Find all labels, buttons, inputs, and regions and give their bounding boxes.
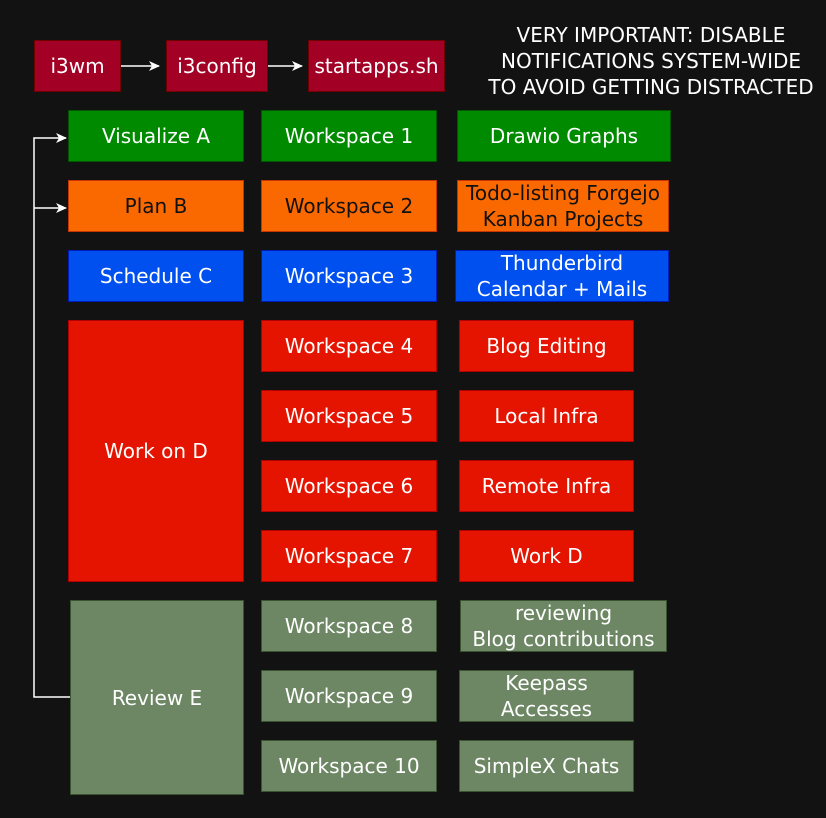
- phase-work: Work on D: [68, 320, 244, 582]
- workspace-6: Workspace 6: [261, 460, 437, 512]
- phase-review: Review E: [70, 600, 244, 795]
- workspace-10: Workspace 10: [261, 740, 437, 792]
- workspace-8: Workspace 8: [261, 600, 437, 652]
- app-keepass: Keepass Accesses: [459, 670, 634, 722]
- app-local-infra: Local Infra: [459, 390, 634, 442]
- app-forgejo-kanban: Todo-listing Forgejo Kanban Projects: [457, 180, 669, 232]
- app-drawio-graphs: Drawio Graphs: [457, 110, 671, 162]
- phase-plan: Plan B: [68, 180, 244, 232]
- notification-warning: VERY IMPORTANT: DISABLE NOTIFICATIONS SY…: [488, 23, 814, 99]
- phase-visualize: Visualize A: [68, 110, 244, 162]
- arrow-review-to-visualize: [33, 133, 70, 698]
- i3wm-box: i3wm: [34, 40, 121, 92]
- startapps-box: startapps.sh: [308, 40, 445, 92]
- app-work-d: Work D: [459, 530, 634, 582]
- i3config-box: i3config: [166, 40, 268, 92]
- workspace-4: Workspace 4: [261, 320, 437, 372]
- app-simplex-chats: SimpleX Chats: [459, 740, 634, 792]
- workspace-2: Workspace 2: [261, 180, 437, 232]
- workspace-1: Workspace 1: [261, 110, 437, 162]
- workspace-5: Workspace 5: [261, 390, 437, 442]
- phase-schedule: Schedule C: [68, 250, 244, 302]
- workspace-9: Workspace 9: [261, 670, 437, 722]
- app-blog-editing: Blog Editing: [459, 320, 634, 372]
- app-thunderbird: Thunderbird Calendar + Mails: [455, 250, 669, 302]
- workspace-7: Workspace 7: [261, 530, 437, 582]
- app-remote-infra: Remote Infra: [459, 460, 634, 512]
- workspace-3: Workspace 3: [261, 250, 437, 302]
- app-blog-contributions: reviewing Blog contributions: [460, 600, 667, 652]
